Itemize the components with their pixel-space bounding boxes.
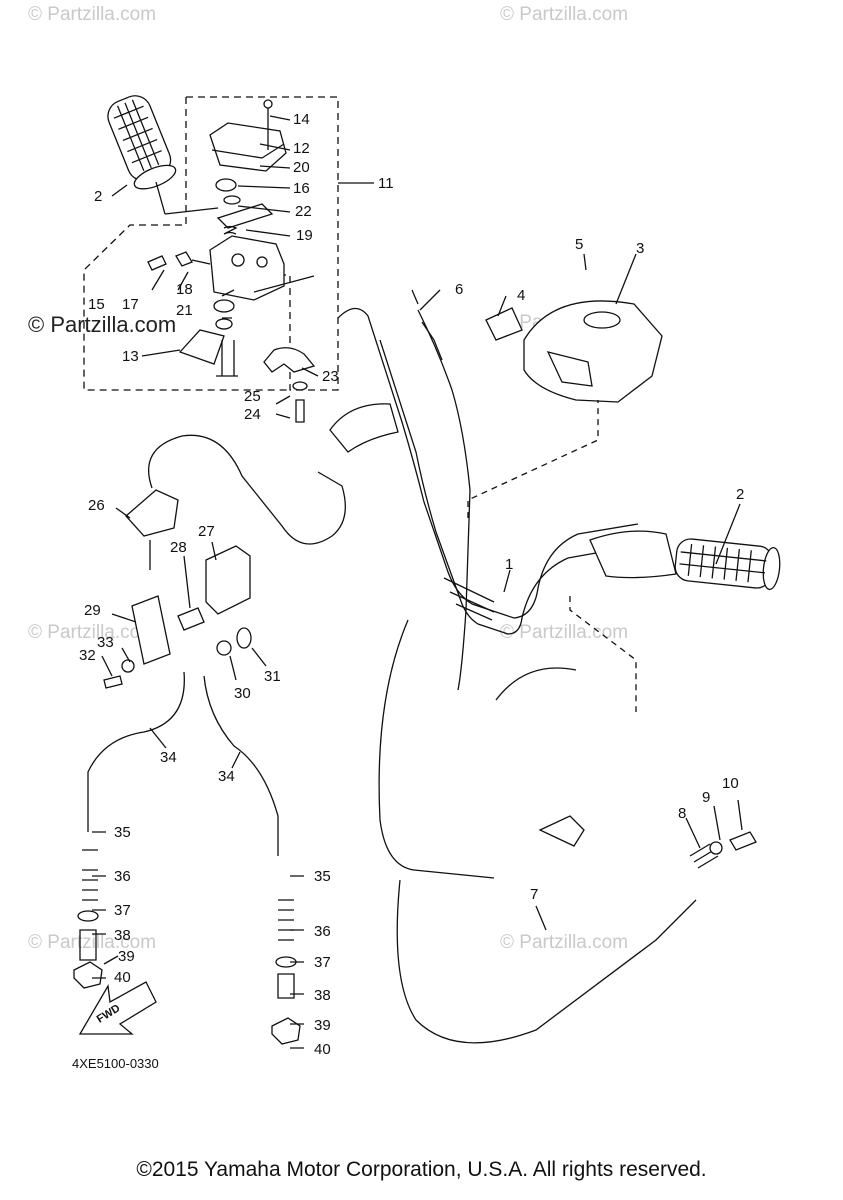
callout-25: 25 xyxy=(244,388,261,405)
callout-5: 5 xyxy=(575,236,584,253)
callout-3: 3 xyxy=(636,240,645,257)
copyright-footer: ©2015 Yamaha Motor Corporation, U.S.A. A… xyxy=(136,1158,707,1181)
callout-8: 8 xyxy=(678,805,687,822)
callout-38: 38 xyxy=(314,987,331,1004)
callout-23: 23 xyxy=(322,368,339,385)
watermark: © Partzilla.com xyxy=(28,622,157,643)
callout-12: 12 xyxy=(293,140,310,157)
callout-4: 4 xyxy=(517,287,526,304)
throttle-lever xyxy=(178,329,225,365)
callout-9: 9 xyxy=(702,789,711,806)
callout-31: 31 xyxy=(264,668,281,685)
callout-40: 40 xyxy=(314,1041,331,1058)
callout-16: 16 xyxy=(293,180,310,197)
cable-end xyxy=(538,815,585,847)
callout-30: 30 xyxy=(234,685,251,702)
watermark: © Partzilla.com xyxy=(500,622,629,643)
callout-10: 10 xyxy=(722,775,739,792)
lever-cover xyxy=(209,122,287,172)
callout-35: 35 xyxy=(114,824,131,841)
callout-37: 37 xyxy=(314,954,331,971)
callout-40: 40 xyxy=(114,969,131,986)
callout-13: 13 xyxy=(122,348,139,365)
callout-2: 2 xyxy=(736,486,745,503)
throttle-cover xyxy=(523,300,663,403)
callout-7: 7 xyxy=(530,886,539,903)
watermark: © Partzilla.com xyxy=(500,4,629,25)
callout-1: 1 xyxy=(505,556,514,573)
callout-22: 22 xyxy=(295,203,312,220)
throttle-housing xyxy=(209,235,285,301)
fwd-arrow xyxy=(78,981,157,1035)
callout-37: 37 xyxy=(114,902,131,919)
callout-2: 2 xyxy=(94,188,103,205)
callout-28: 28 xyxy=(170,539,187,556)
callout-33: 33 xyxy=(97,634,114,651)
right-grip xyxy=(674,538,781,591)
watermark: © Partzilla.com xyxy=(500,932,629,953)
callout-39: 39 xyxy=(118,948,135,965)
diagram-code: 4XE5100-0330 xyxy=(72,1056,159,1071)
callout-11: 11 xyxy=(378,175,394,192)
callout-24: 24 xyxy=(244,406,261,423)
watermark: © Partzilla.com xyxy=(28,932,157,953)
callout-34: 34 xyxy=(218,768,235,785)
callout-32: 32 xyxy=(79,647,96,664)
callout-29: 29 xyxy=(84,602,101,619)
callout-6: 6 xyxy=(455,281,464,298)
callout-36: 36 xyxy=(114,868,131,885)
callout-35: 35 xyxy=(314,868,331,885)
watermark-dark: © Partzilla.com xyxy=(28,312,177,337)
callout-17: 17 xyxy=(122,296,139,313)
callout-26: 26 xyxy=(88,497,105,514)
callout-21: 21 xyxy=(176,302,193,319)
callout-15: 15 xyxy=(88,296,105,313)
callout-19: 19 xyxy=(296,227,313,244)
callout-36: 36 xyxy=(314,923,331,940)
assembly-13-box xyxy=(83,97,290,391)
callout-38: 38 xyxy=(114,927,131,944)
callout-27: 27 xyxy=(198,523,215,540)
brake-switch xyxy=(205,545,251,615)
callout-14: 14 xyxy=(293,111,310,128)
callout-34: 34 xyxy=(160,749,177,766)
callout-20: 20 xyxy=(293,159,310,176)
clamp xyxy=(263,347,316,373)
callout-39: 39 xyxy=(314,1017,331,1034)
callout-18: 18 xyxy=(176,281,193,298)
watermark: © Partzilla.com xyxy=(28,4,157,25)
left-grip xyxy=(107,95,177,190)
